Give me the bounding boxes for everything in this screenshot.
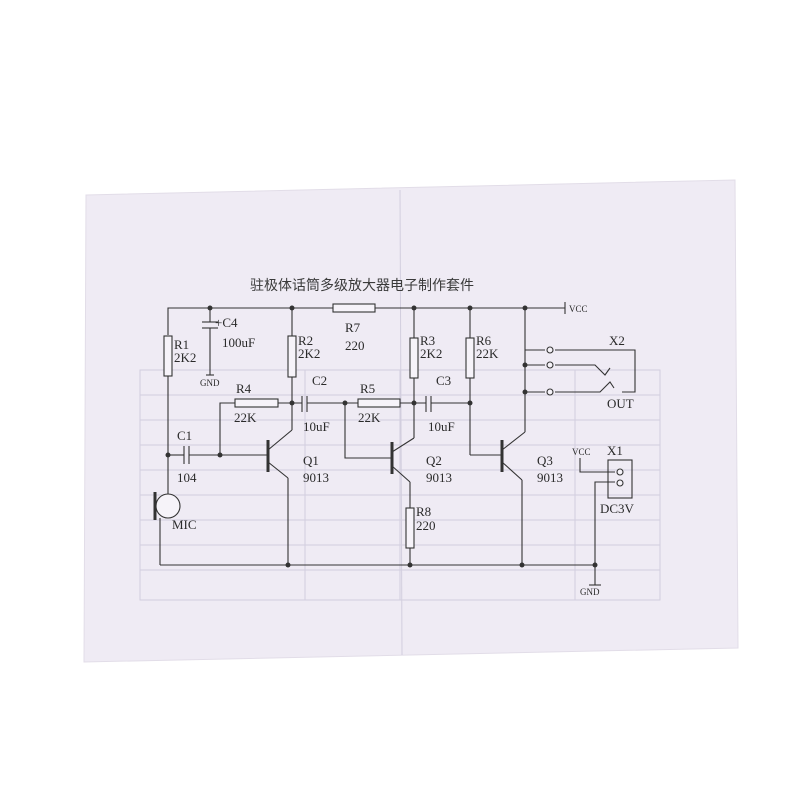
- c4-label: +C4: [215, 315, 238, 330]
- r7-value: 220: [345, 338, 365, 353]
- schematic-title: 驻极体话筒多级放大器电子制作套件: [250, 277, 474, 294]
- r5-label: R5: [360, 381, 375, 396]
- gnd-bottom-label: GND: [580, 587, 600, 597]
- q3-label: Q3: [537, 453, 553, 468]
- x2-label: X2: [609, 333, 625, 348]
- q1-label: Q1: [303, 453, 319, 468]
- q1-value: 9013: [303, 470, 329, 485]
- c2-value: 10uF: [303, 419, 330, 434]
- paper-background: [83, 179, 739, 663]
- show-through-table: [139, 189, 661, 656]
- r5-value: 22K: [358, 410, 381, 425]
- c3-value: 10uF: [428, 419, 455, 434]
- r7-label: R7: [345, 320, 361, 335]
- component-labels: VCC GND R1 2K2 +C4 100uF R2 2K2 R7 220 R…: [172, 304, 635, 597]
- wires: [159, 302, 636, 586]
- r3-label: R3: [420, 333, 435, 348]
- q2-value: 9013: [426, 470, 452, 485]
- r2-label: R2: [298, 333, 313, 348]
- c1-label: C1: [177, 428, 192, 443]
- c3-label: C3: [436, 373, 451, 388]
- r6-value: 22K: [476, 346, 499, 361]
- q2-label: Q2: [426, 453, 442, 468]
- r2-value: 2K2: [298, 346, 320, 361]
- r4-value: 22K: [234, 410, 257, 425]
- r4-label: R4: [236, 381, 252, 396]
- r6-label: R6: [476, 333, 492, 348]
- r1-label: R1: [174, 337, 189, 352]
- vcc-label: VCC: [569, 304, 588, 314]
- r8-value: 220: [416, 518, 436, 533]
- r8-label: R8: [416, 504, 431, 519]
- mic-label: MIC: [172, 517, 197, 532]
- resistors: [163, 303, 475, 549]
- mic-symbol: [153, 492, 181, 520]
- junctions: [165, 305, 598, 568]
- dc3v-label: DC3V: [600, 501, 635, 516]
- q3-value: 9013: [537, 470, 563, 485]
- c2-label: C2: [312, 373, 327, 388]
- out-label: OUT: [607, 396, 634, 411]
- r1-value: 2K2: [174, 350, 196, 365]
- gnd-label: GND: [200, 378, 220, 388]
- vcc-x1-label: VCC: [572, 447, 591, 457]
- c1-value: 104: [177, 470, 197, 485]
- c4-value: 100uF: [222, 335, 255, 350]
- x1-label: X1: [607, 443, 623, 458]
- r3-value: 2K2: [420, 346, 442, 361]
